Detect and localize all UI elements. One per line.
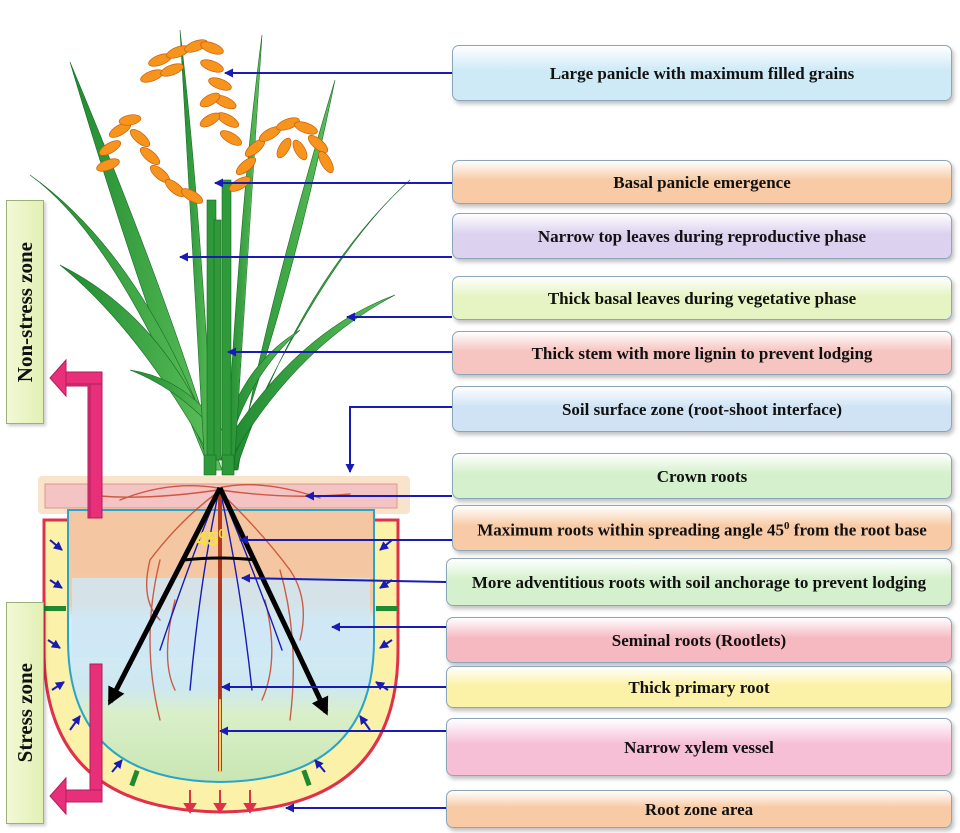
label-root-zone: Root zone area <box>446 790 952 828</box>
root-zone-arrows <box>47 539 393 773</box>
root-zone-red-arrows <box>183 790 257 814</box>
stress-zone-arrow <box>49 663 103 816</box>
angle-label: 450 <box>196 526 225 551</box>
connector-arrows <box>179 68 452 813</box>
label-adventitious: More adventitious roots with soil anchor… <box>446 558 952 606</box>
rice-shoot <box>29 29 411 476</box>
label-crown-roots: Crown roots <box>452 453 952 499</box>
non-stress-zone-tag: Non-stress zone <box>6 200 44 424</box>
label-top-leaves: Narrow top leaves during reproductive ph… <box>452 213 952 259</box>
label-primary-root: Thick primary root <box>446 666 952 708</box>
label-seminal: Seminal roots (Rootlets) <box>446 617 952 663</box>
label-stem: Thick stem with more lignin to prevent l… <box>452 331 952 375</box>
stress-zone-label: Stress zone <box>12 663 37 763</box>
non-stress-zone-label: Non-stress zone <box>12 241 37 383</box>
label-panicle: Large panicle with maximum filled grains <box>452 45 952 101</box>
panicle-grains <box>96 39 334 204</box>
label-basal-panicle: Basal panicle emergence <box>452 160 952 204</box>
label-basal-leaves: Thick basal leaves during vegetative pha… <box>452 276 952 320</box>
label-soil-surface: Soil surface zone (root-shoot interface) <box>452 386 952 432</box>
non-stress-zone-arrow <box>49 358 103 519</box>
label-spreading-angle: Maximum roots within spreading angle 450… <box>452 505 952 551</box>
spreading-angle-lines <box>107 486 329 716</box>
label-xylem: Narrow xylem vessel <box>446 718 952 776</box>
stress-zone-tag: Stress zone <box>6 602 44 824</box>
